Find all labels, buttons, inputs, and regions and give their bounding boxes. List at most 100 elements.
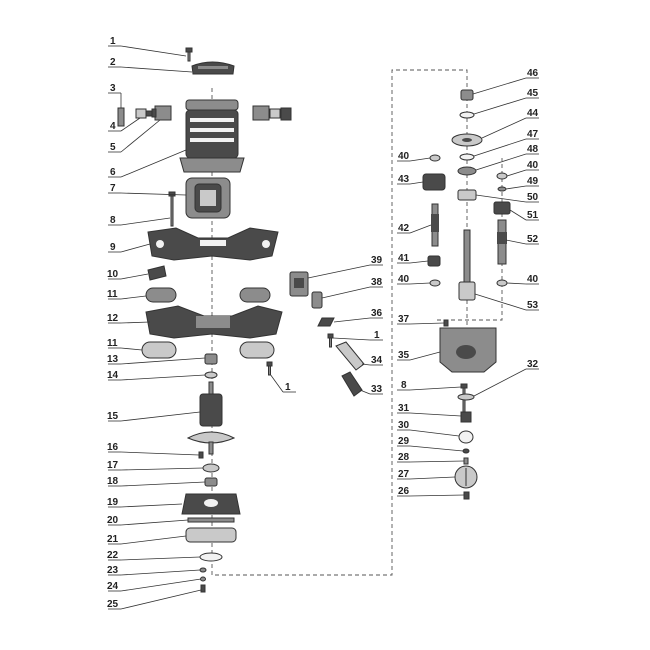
washer-part-14 xyxy=(204,371,218,379)
part-label: 1 xyxy=(285,382,291,393)
circlip-part-47 xyxy=(459,153,475,161)
part-label: 7 xyxy=(110,183,116,194)
screw-part-1 xyxy=(185,47,193,62)
screw-part-26 xyxy=(463,491,470,500)
part-label: 49 xyxy=(527,176,539,187)
carbon-brush-left-part-4 xyxy=(135,108,153,119)
part-label: 11 xyxy=(107,338,118,349)
gear-housing-part-35 xyxy=(439,327,497,373)
ring-part-22 xyxy=(199,552,223,562)
switch-part-10 xyxy=(147,265,167,281)
brush-spring-part-3 xyxy=(117,107,125,127)
part-label: 45 xyxy=(527,88,539,99)
part-label: 18 xyxy=(107,476,119,487)
disc-part-27 xyxy=(454,465,478,489)
right-leader-lines xyxy=(397,77,539,497)
bearing-part-40-c xyxy=(429,279,441,287)
brush-holder-right xyxy=(252,105,292,121)
part-label: 30 xyxy=(398,420,410,431)
part-label: 5 xyxy=(110,142,116,153)
field-coil-part-7 xyxy=(185,177,231,219)
spindle-part-53 xyxy=(458,229,476,301)
part-label: 25 xyxy=(107,599,119,610)
part-label: 46 xyxy=(527,68,539,79)
bearing-cap-part-46 xyxy=(460,89,474,101)
flange-part-30 xyxy=(458,430,474,444)
shaft-part-42 xyxy=(431,203,439,247)
part-label: 10 xyxy=(107,269,119,280)
part-label: 40 xyxy=(398,274,410,285)
long-screw-part-8 xyxy=(168,191,176,227)
part-label: 40 xyxy=(527,274,539,285)
part-label: 13 xyxy=(107,354,119,365)
cover-plate-part-21 xyxy=(185,527,237,543)
part-label: 1 xyxy=(374,330,380,341)
clip-part-36 xyxy=(317,317,335,327)
washer-part-32 xyxy=(457,393,475,401)
part-label: 47 xyxy=(527,129,539,140)
part-label: 23 xyxy=(107,565,119,576)
part-label: 22 xyxy=(107,550,119,561)
bearing-part-18 xyxy=(204,477,218,487)
bearing-part-13 xyxy=(204,353,218,365)
washer-part-17 xyxy=(202,463,220,473)
cable-sleeve-part-34 xyxy=(335,341,365,371)
part-label: 26 xyxy=(398,486,410,497)
part-label: 44 xyxy=(527,108,539,119)
washer-part-24 xyxy=(200,576,206,582)
armature-part-15 xyxy=(186,381,236,455)
key-part-28 xyxy=(463,457,469,465)
part-label: 1 xyxy=(110,36,116,47)
part-label: 50 xyxy=(527,192,539,203)
part-number-labels: 1 2 3 4 5 6 7 8 9 10 11 12 11 13 14 15 1… xyxy=(107,36,539,610)
washer-part-23 xyxy=(199,567,207,573)
part-label: 31 xyxy=(398,403,410,414)
pin-part-37 xyxy=(443,319,449,327)
cable-plug-part-33 xyxy=(341,371,363,397)
bearing-part-40-d xyxy=(496,279,508,287)
part-label: 3 xyxy=(110,83,116,94)
part-label: 52 xyxy=(527,234,539,245)
part-label: 15 xyxy=(107,411,119,422)
motor-housing-part-6 xyxy=(179,99,245,173)
o-ring-part-45 xyxy=(459,111,475,119)
gear-part-51 xyxy=(493,201,511,215)
grip-insert-upper-part-11 xyxy=(145,287,271,303)
part-label: 32 xyxy=(527,359,539,370)
bottom-housing-part-19 xyxy=(181,493,241,515)
bearing-part-41 xyxy=(427,255,441,267)
part-label: 17 xyxy=(107,460,119,471)
part-label: 11 xyxy=(107,289,118,300)
washer-part-29 xyxy=(462,448,470,454)
part-label: 36 xyxy=(371,308,383,319)
part-label: 53 xyxy=(527,300,539,311)
part-label: 34 xyxy=(371,355,383,366)
part-label: 9 xyxy=(110,242,116,253)
part-label: 38 xyxy=(371,277,383,288)
part-label: 27 xyxy=(398,469,410,480)
switch-block-part-39 xyxy=(289,271,309,297)
gasket-part-20 xyxy=(187,517,235,523)
middle-leader-lines xyxy=(269,264,383,395)
screw-part-1-lower xyxy=(266,361,273,376)
grip-insert-lower-part-11 xyxy=(141,341,275,359)
part-label: 29 xyxy=(398,436,410,447)
part-label: 24 xyxy=(107,581,119,592)
bearing-part-40-b xyxy=(496,172,508,180)
part-label: 2 xyxy=(110,57,116,68)
part-label: 37 xyxy=(398,314,410,325)
part-label: 8 xyxy=(401,380,407,391)
screw-part-25 xyxy=(200,584,206,593)
part-label: 4 xyxy=(110,121,116,132)
part-label: 35 xyxy=(398,350,410,361)
part-label: 14 xyxy=(107,370,119,381)
screw-part-16 xyxy=(198,451,204,459)
part-label: 8 xyxy=(110,215,116,226)
nut-part-31 xyxy=(460,411,472,423)
part-label: 6 xyxy=(110,167,116,178)
middle-housing-part-9 xyxy=(147,227,279,261)
gear-part-43 xyxy=(422,173,446,191)
pinion-shaft-part-52 xyxy=(497,219,507,265)
brush-holder-left-part-5 xyxy=(151,105,172,121)
